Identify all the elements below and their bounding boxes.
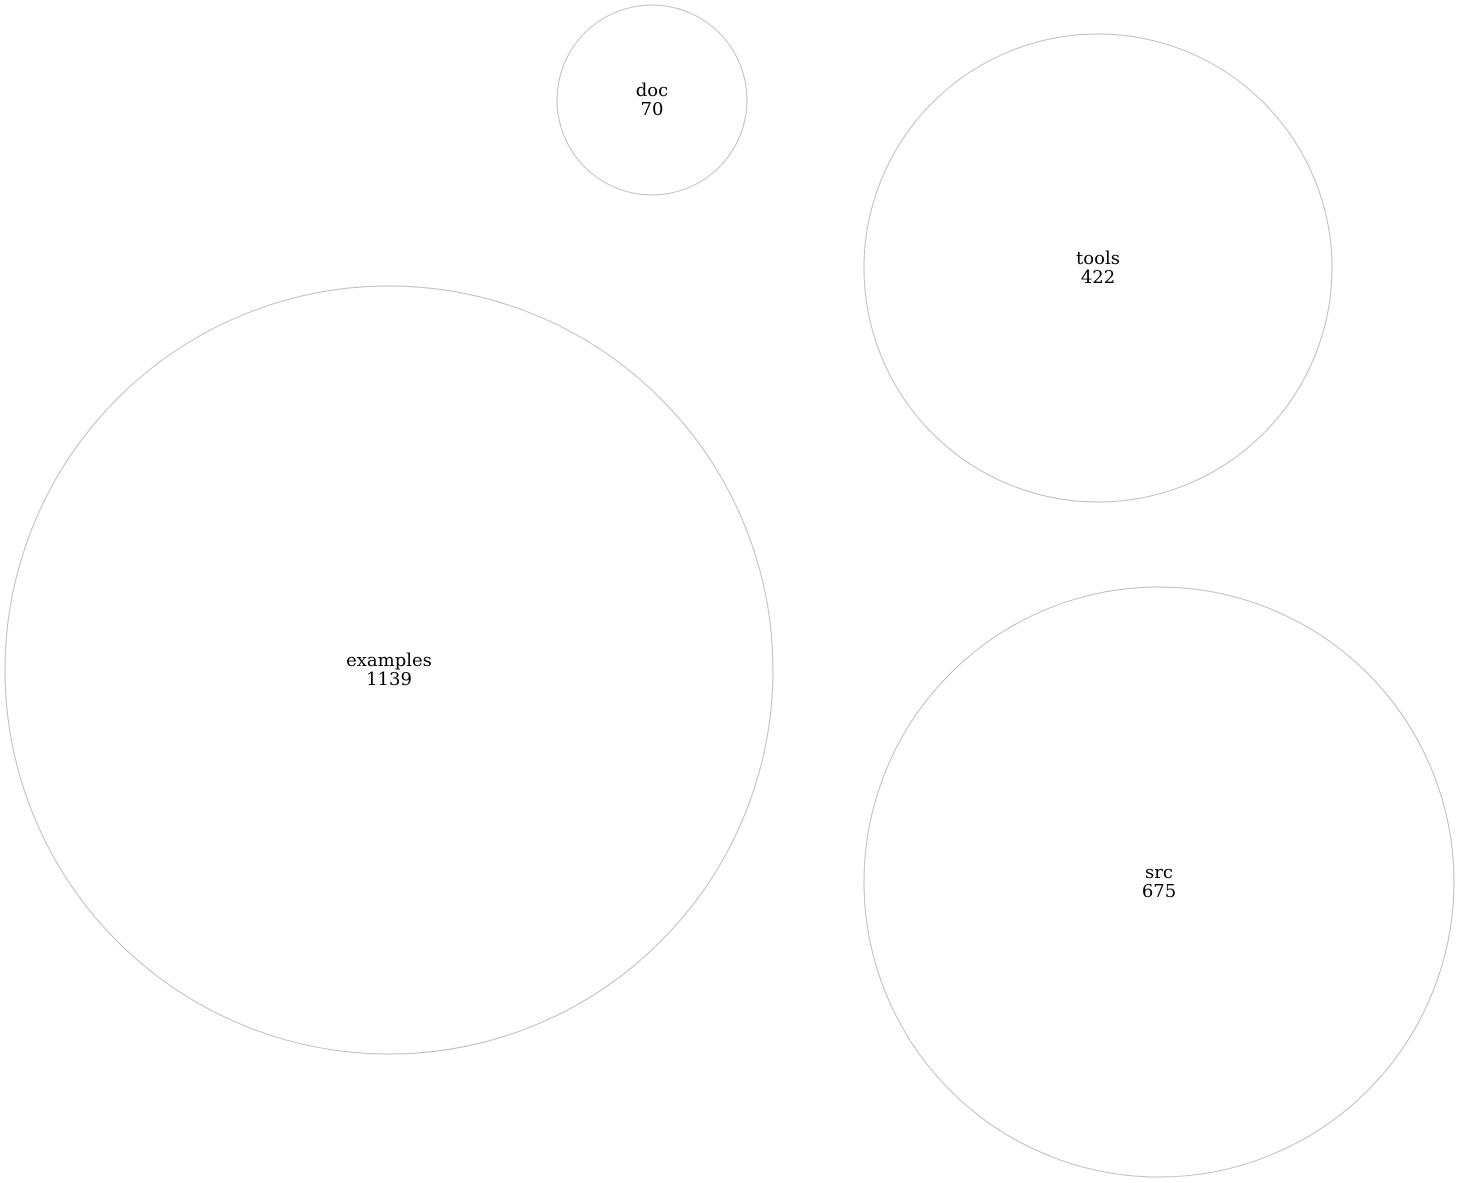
node-doc-circle (556, 4, 748, 196)
node-examples-label: examples (346, 650, 432, 671)
node-doc-value: 70 (641, 99, 664, 120)
node-tools[interactable]: tools 422 (863, 33, 1333, 503)
node-doc[interactable]: doc 70 (556, 4, 748, 196)
node-src-value: 675 (1142, 881, 1176, 902)
node-examples-circle (4, 285, 774, 1055)
node-tools-label: tools (1076, 248, 1120, 269)
node-src-label: src (1145, 862, 1173, 883)
node-src[interactable]: src 675 (863, 586, 1455, 1178)
node-examples[interactable]: examples 1139 (4, 285, 774, 1055)
node-tools-value: 422 (1081, 267, 1115, 288)
node-src-circle (863, 586, 1455, 1178)
node-doc-label: doc (636, 80, 668, 101)
node-tools-circle (863, 33, 1333, 503)
node-examples-value: 1139 (366, 669, 412, 690)
